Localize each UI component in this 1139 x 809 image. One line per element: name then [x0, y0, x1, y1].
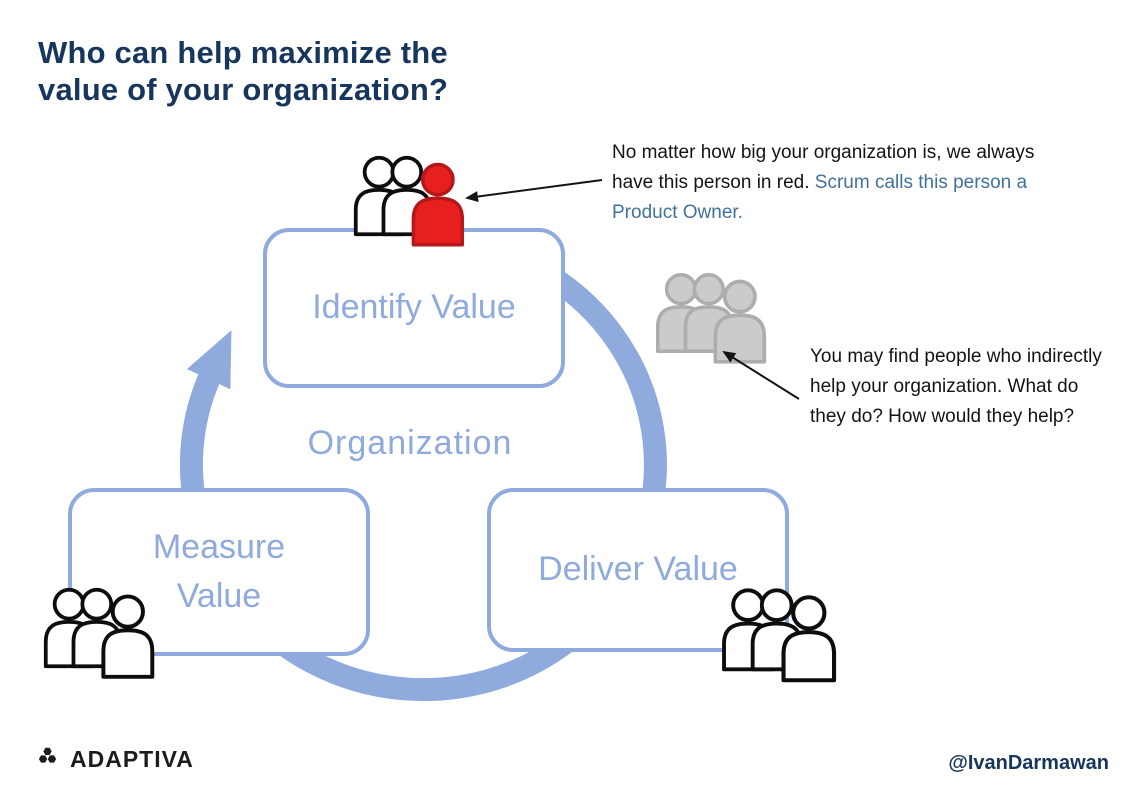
adaptiva-logo-icon [38, 747, 57, 763]
product-owner-annotation-scrum-text: Scrum calls this person a Product Owner. [612, 172, 1028, 224]
people-group-icon [43, 587, 155, 679]
people-group-icon [722, 588, 842, 686]
brand-logo: ADAPTIVA [34, 746, 194, 773]
product-owner-annotation: No matter how big your organization is, … [612, 138, 1064, 228]
indirect-helpers-annotation: You may find people who indirectly help … [810, 346, 1102, 428]
box-measure-label: Measure Value [152, 527, 286, 615]
page-title: Who can help maximize the value of your … [38, 35, 449, 108]
people-group-with-product-owner-icon [353, 155, 465, 247]
box-measure-value: Measure Value [68, 488, 370, 656]
box-deliver-label: Deliver Value [538, 550, 738, 589]
box-identify-label: Identify Value [312, 288, 516, 327]
box-identify-value: Identify Value [263, 228, 565, 388]
brand-name: ADAPTIVA [70, 746, 194, 772]
author-handle: @IvanDarmawan [948, 752, 1109, 774]
organization-label: Organization [307, 424, 513, 462]
gray-people-group-icon [655, 272, 767, 364]
product-owner-annotation-text: No matter how big your organization is, … [612, 142, 1035, 194]
